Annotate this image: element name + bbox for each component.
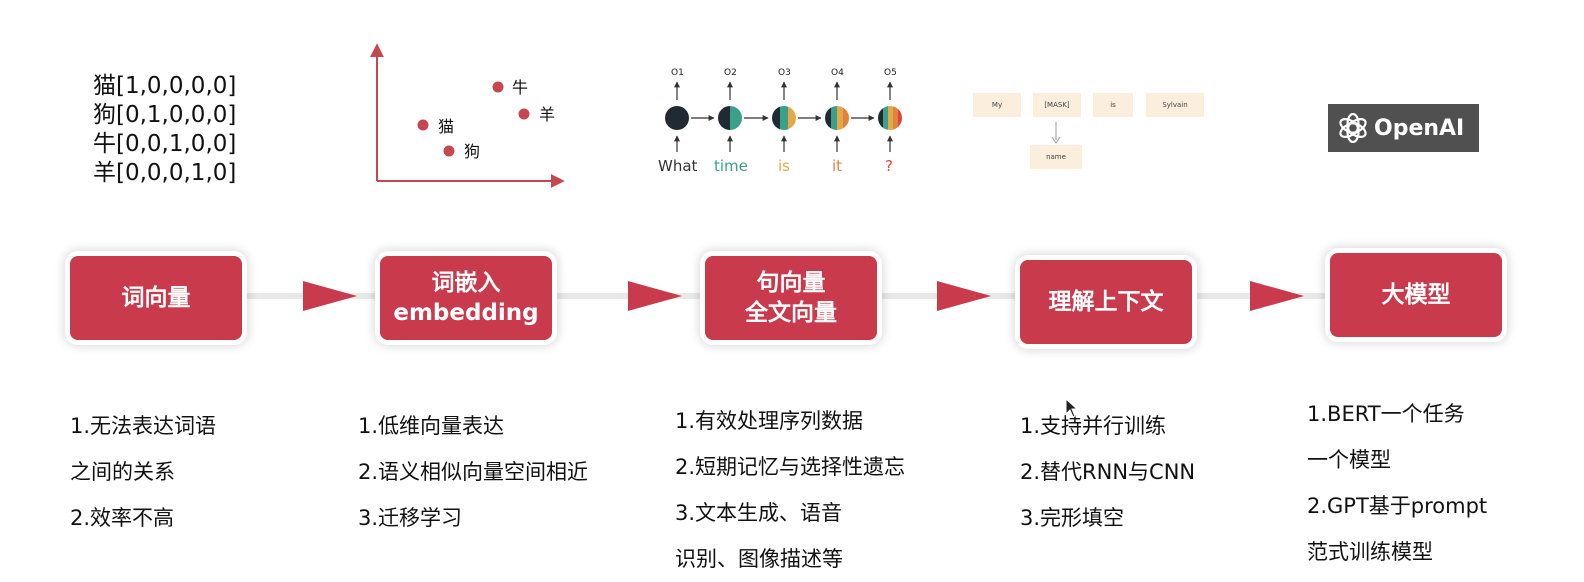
desc-word-vector: 1.无法表达词语 之间的关系 2.效率不高 xyxy=(70,403,216,541)
desc-line: 3.文本生成、语音 xyxy=(675,501,843,525)
stage-sentence-vector: 句向量 全文向量 xyxy=(705,256,877,340)
desc-line: 2.GPT基于prompt xyxy=(1307,494,1488,518)
input-word-2: time xyxy=(714,157,748,175)
desc-line: 范式训练模型 xyxy=(1307,540,1433,564)
onehot-cow: 牛[0,0,1,0,0] xyxy=(93,131,237,157)
desc-line: 2.替代RNN与CNN xyxy=(1020,460,1196,484)
stage-large-model-label: 大模型 xyxy=(1381,282,1451,308)
flow-arrow-2 xyxy=(628,281,682,311)
desc-sentence-vector: 1.有效处理序列数据 2.短期记忆与选择性遗忘 3.文本生成、语音 识别、图像描… xyxy=(675,398,905,582)
flow-arrow-1 xyxy=(303,281,357,311)
stage-sentence-vector-label: 句向量 xyxy=(756,270,826,296)
desc-line: 3.迁移学习 xyxy=(358,506,463,530)
input-word-3: is xyxy=(778,157,790,175)
desc-line: 1.BERT一个任务 xyxy=(1307,402,1465,426)
openai-knot-icon xyxy=(1339,113,1367,143)
input-word-1: What xyxy=(658,157,698,175)
stage-word-embedding-sublabel: embedding xyxy=(393,300,539,326)
token-4: Sylvain xyxy=(1146,93,1204,117)
output-label-5: O5 xyxy=(884,68,897,78)
stage-context-label: 理解上下文 xyxy=(1048,289,1164,315)
rnn-cell-2 xyxy=(718,106,742,130)
output-label-3: O3 xyxy=(778,68,791,78)
desc-line: 1.有效处理序列数据 xyxy=(675,409,864,433)
rnn-cell-1 xyxy=(665,106,689,130)
desc-line: 2.语义相似向量空间相近 xyxy=(358,460,589,484)
flow-arrow-3 xyxy=(937,281,991,311)
desc-line: 识别、图像描述等 xyxy=(675,547,843,571)
rnn-cell-5 xyxy=(878,106,902,130)
desc-line: 3.完形填空 xyxy=(1020,506,1125,530)
label-cat: 猫 xyxy=(438,117,454,136)
token-prediction: name xyxy=(1030,145,1082,169)
desc-line: 一个模型 xyxy=(1307,448,1391,472)
desc-line: 2.效率不高 xyxy=(70,506,175,530)
mouse-cursor-icon xyxy=(1065,398,1079,418)
rnn-diagram: O1 O2 O3 O4 O5 xyxy=(650,60,920,180)
output-label-4: O4 xyxy=(831,68,844,78)
desc-line: 之间的关系 xyxy=(70,460,175,484)
input-word-4: it xyxy=(832,157,842,175)
bert-mask-diagram: My [MASK] is Sylvain name xyxy=(970,90,1210,180)
down-arrow xyxy=(1051,122,1061,144)
scatter-svg: 牛 羊 猫 狗 xyxy=(370,43,565,188)
desc-line: 1.无法表达词语 xyxy=(70,414,217,438)
token-1: My xyxy=(973,93,1021,117)
stage-word-vector: 词向量 xyxy=(70,256,242,340)
rnn-svg: O1 O2 O3 O4 O5 xyxy=(658,68,902,175)
stage-context: 理解上下文 xyxy=(1020,260,1192,344)
stage-large-model: 大模型 xyxy=(1330,253,1502,337)
point-cat xyxy=(417,119,429,131)
token-mask: [MASK] xyxy=(1033,93,1081,117)
point-cow xyxy=(492,81,504,93)
desc-context: 1.支持并行训练 2.替代RNN与CNN 3.完形填空 xyxy=(1020,403,1195,541)
label-cow: 牛 xyxy=(512,78,528,97)
output-label-1: O1 xyxy=(671,68,684,78)
embedding-scatter: 牛 羊 猫 狗 xyxy=(360,40,575,195)
stage-sentence-vector-sublabel: 全文向量 xyxy=(745,300,837,326)
point-dog xyxy=(443,145,455,157)
openai-logo-text: OpenAI xyxy=(1374,115,1465,141)
desc-line: 1.支持并行训练 xyxy=(1020,414,1167,438)
desc-word-embedding: 1.低维向量表达 2.语义相似向量空间相近 3.迁移学习 xyxy=(358,403,588,541)
flow-arrow-4 xyxy=(1250,281,1304,311)
stage-word-embedding-label: 词嵌入 xyxy=(431,270,501,296)
rnn-cell-4 xyxy=(825,106,849,130)
rnn-cell-3 xyxy=(772,106,796,130)
onehot-cat: 猫[1,0,0,0,0] xyxy=(93,73,237,99)
input-word-5: ? xyxy=(885,157,893,175)
label-sheep: 羊 xyxy=(539,105,555,124)
stage-word-vector-label: 词向量 xyxy=(121,285,191,311)
token-3: is xyxy=(1093,93,1133,117)
label-dog: 狗 xyxy=(464,142,480,161)
stage-word-embedding: 词嵌入 embedding xyxy=(380,256,552,340)
onehot-vectors: 猫[1,0,0,0,0] 狗[0,1,0,0,0] 牛[0,0,1,0,0] 羊… xyxy=(93,72,236,188)
onehot-sheep: 羊[0,0,0,1,0] xyxy=(93,160,237,186)
desc-line: 1.低维向量表达 xyxy=(358,414,505,438)
point-sheep xyxy=(518,108,530,120)
openai-logo: OpenAI xyxy=(1328,104,1479,152)
output-label-2: O2 xyxy=(724,68,737,78)
onehot-dog: 狗[0,1,0,0,0] xyxy=(93,102,237,128)
desc-large-model: 1.BERT一个任务 一个模型 2.GPT基于prompt 范式训练模型 xyxy=(1307,391,1487,575)
desc-line: 2.短期记忆与选择性遗忘 xyxy=(675,455,906,479)
